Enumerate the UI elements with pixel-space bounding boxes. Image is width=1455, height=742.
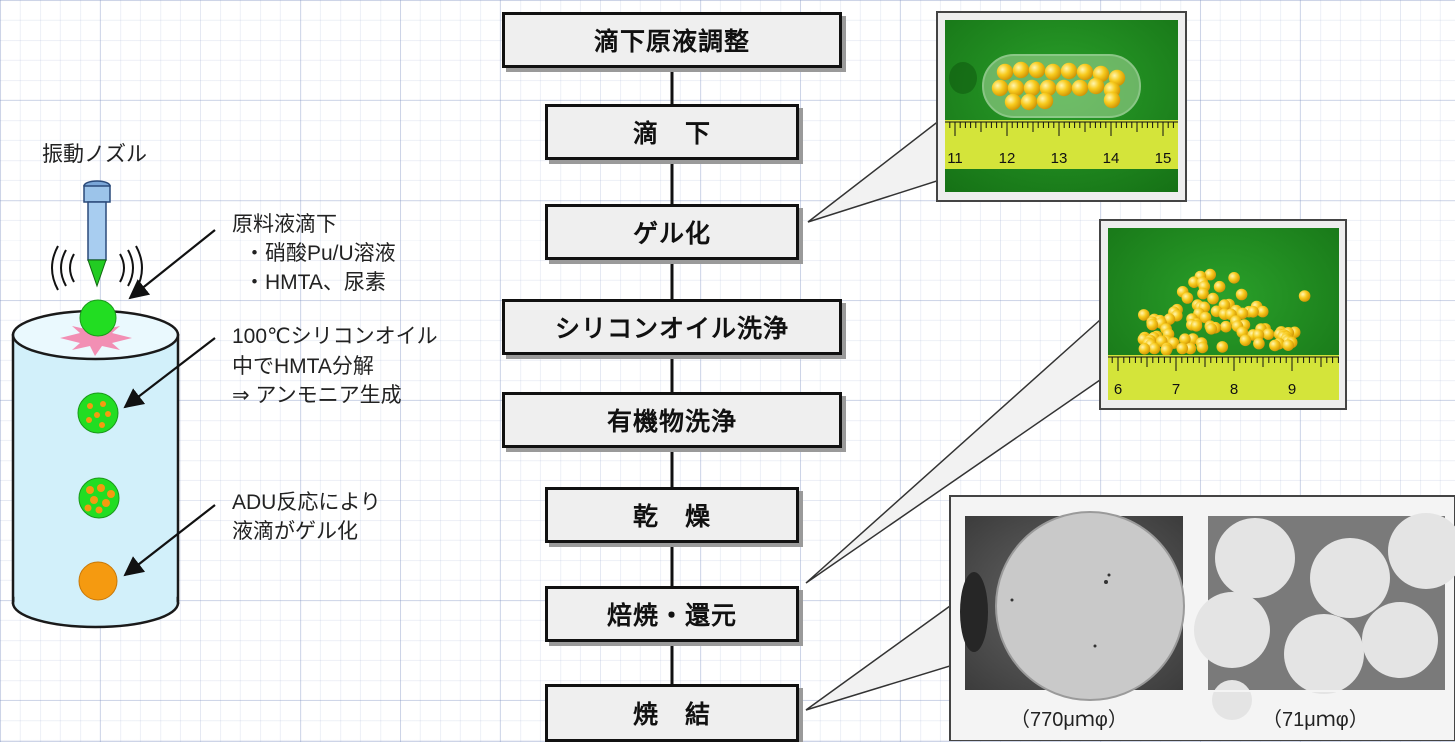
kernel [1190, 320, 1203, 332]
kernel [1220, 320, 1232, 333]
photo-calcined-kernels: 6 7 8 9 [1099, 219, 1347, 410]
kernel [1148, 342, 1161, 355]
kernel [1179, 333, 1191, 346]
kernel [1235, 288, 1248, 301]
kernel [1176, 342, 1189, 355]
gelling-droplet-1 [77, 392, 119, 434]
kernel [1282, 339, 1294, 352]
oil-line-1: 100℃シリコンオイル [232, 325, 438, 348]
step-dripping: 滴 下 [545, 104, 799, 160]
step-calcination-reduction: 焙焼・還元 [545, 586, 799, 642]
ruler-2 [1108, 355, 1339, 400]
kernel [1256, 305, 1269, 318]
kernel [1188, 276, 1200, 289]
kernel [1216, 341, 1229, 353]
step-gelation: ゲル化 [545, 204, 799, 260]
nozzle-label: 振動ノズル [42, 143, 147, 166]
micrograph-71um [1194, 513, 1455, 720]
kernel [1204, 268, 1216, 281]
feed-item-1: ・硝酸Pu/U溶液 [244, 242, 396, 265]
kernel [1228, 272, 1240, 284]
kernel [1207, 292, 1219, 305]
kernel [1184, 342, 1197, 355]
kernel [1055, 79, 1073, 97]
kernel [1044, 63, 1062, 81]
ruler-tick-label: 7 [1172, 381, 1180, 398]
caption-770um: （770μｍφ） [1010, 709, 1128, 731]
gel-particle [78, 561, 118, 601]
kernel [996, 63, 1014, 81]
kernel [1138, 343, 1151, 355]
ruler-1 [945, 120, 1178, 169]
kernel [1239, 334, 1252, 347]
oil-line-3: ⇒ アンモニア生成 [232, 384, 402, 407]
kernel [1252, 329, 1265, 341]
micrograph-770um [960, 511, 1185, 701]
caption-71um: （71μｍφ） [1262, 709, 1369, 731]
kernel [1262, 328, 1275, 340]
kernel [1004, 93, 1022, 111]
kernel [1023, 79, 1041, 97]
falling-droplet [79, 299, 117, 337]
kernel [1138, 309, 1150, 321]
kernel [1205, 323, 1218, 335]
feed-item-2: ・HMTA、尿素 [244, 271, 386, 294]
oil-line-2: 中でHMTA分解 [232, 355, 374, 378]
ruler-tick-label: 9 [1288, 381, 1296, 398]
kernel [1199, 311, 1212, 324]
splash-icon [60, 320, 132, 356]
kernel [1071, 79, 1089, 97]
kernel [1247, 306, 1259, 318]
step-silicone-oil-wash: シリコンオイル洗浄 [502, 299, 842, 355]
kernel [1196, 341, 1209, 354]
kernel [1218, 299, 1231, 311]
photo-dripped-droplets: 11 12 13 14 15 [936, 11, 1187, 202]
kernel [1087, 77, 1105, 95]
kernel [1020, 93, 1038, 111]
gel-line-1: ADU反応により [232, 491, 381, 514]
kernel [1028, 61, 1046, 79]
kernel [1039, 79, 1057, 97]
micrograph-panel [949, 495, 1455, 741]
kernel [1197, 287, 1209, 300]
step-organic-wash: 有機物洗浄 [502, 392, 842, 448]
step-drying: 乾 燥 [545, 487, 799, 543]
kernel [1103, 91, 1121, 109]
gel-line-2: 液滴がゲル化 [232, 520, 358, 543]
kernel [1036, 92, 1054, 110]
kernel [991, 79, 1009, 97]
ruler-tick-label: 12 [999, 150, 1016, 167]
kernel [1076, 63, 1094, 81]
vibrating-nozzle-icon [83, 180, 111, 288]
ruler-tick-label: 8 [1230, 381, 1238, 398]
feed-label: 原料液滴下 [232, 213, 337, 236]
kernel [1007, 79, 1025, 97]
step-sintering: 焼 結 [545, 684, 799, 742]
kernel [1236, 307, 1249, 320]
kernel [1269, 339, 1281, 352]
ruler-tick-label: 6 [1114, 381, 1122, 398]
kernel [1181, 292, 1194, 304]
reaction-column [11, 309, 180, 629]
gelling-droplet-2 [78, 477, 120, 519]
ruler-tick-label: 14 [1103, 150, 1120, 167]
kernel [1298, 290, 1311, 302]
callout-pointers [805, 118, 1101, 711]
ruler-tick-label: 13 [1051, 150, 1068, 167]
step-solution-prep: 滴下原液調整 [502, 12, 842, 68]
kernel [1213, 280, 1226, 293]
kernel [1160, 344, 1173, 356]
callout-arrows [123, 229, 216, 577]
kernel [1060, 62, 1078, 80]
kernel [1146, 318, 1159, 331]
ruler-tick-label: 15 [1155, 150, 1172, 167]
ruler-tick-label: 11 [947, 150, 963, 167]
kernel [1253, 337, 1265, 350]
kernel [1012, 61, 1030, 79]
